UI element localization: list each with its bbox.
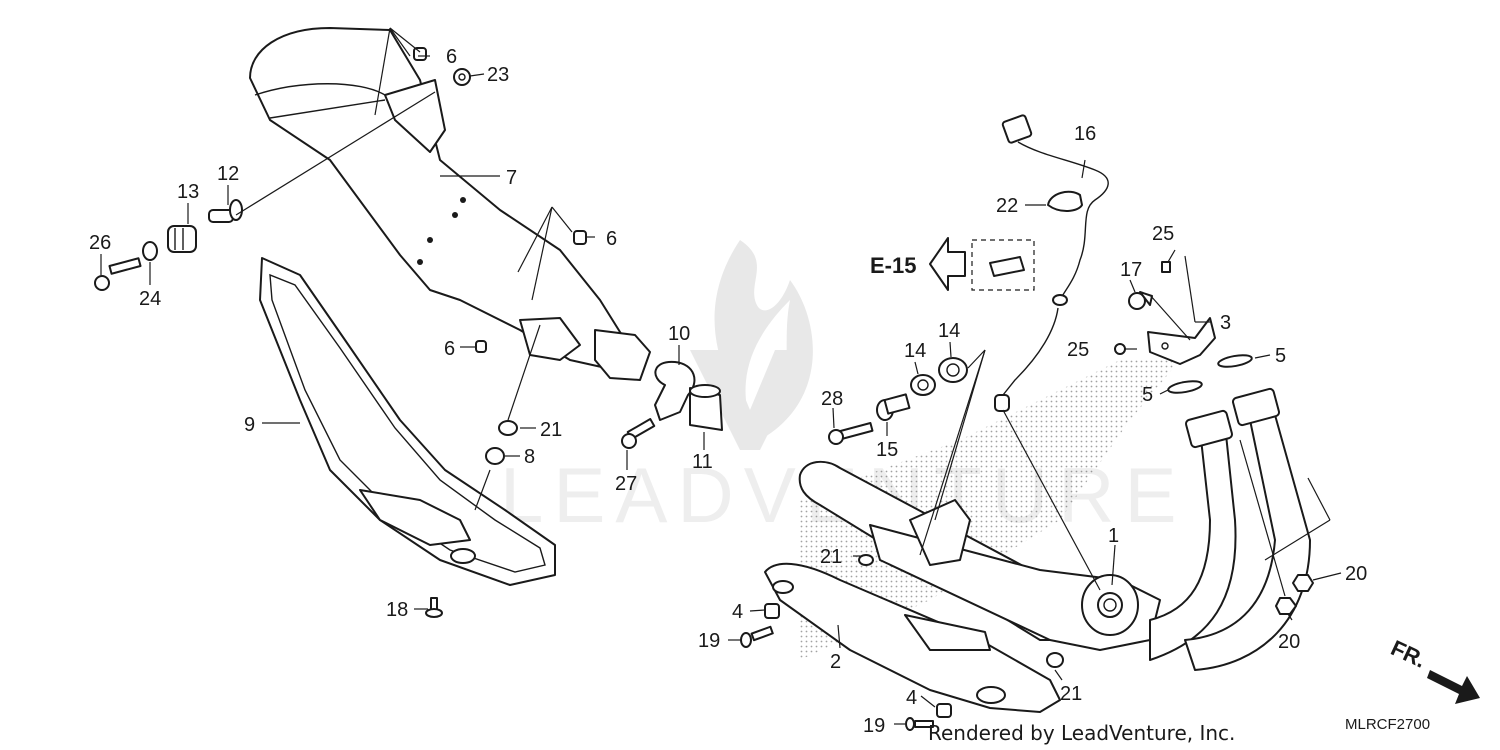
shaded-area <box>800 360 1180 660</box>
exhaust-pipe-part-1[interactable] <box>798 387 1311 671</box>
callout-24: 24 <box>139 288 161 310</box>
footer-credit: Rendered by LeadVenture, Inc. <box>928 721 1235 745</box>
reference-label[interactable]: E-15 <box>870 253 916 278</box>
heat-shield-part-2[interactable] <box>764 562 1061 713</box>
callout-21-left: 21 <box>540 419 562 441</box>
bracket-part-3[interactable] <box>1147 317 1216 365</box>
callout-5-upper: 5 <box>1275 345 1286 367</box>
rubber-part-8[interactable] <box>485 447 505 465</box>
grommet-part-13[interactable] <box>167 225 197 253</box>
callout-20-right: 20 <box>1345 563 1367 585</box>
callout-1: 1 <box>1108 525 1119 547</box>
bolt-part-25b[interactable] <box>1114 343 1126 355</box>
callout-20-lower: 20 <box>1278 631 1300 653</box>
callout-21-mid: 21 <box>820 546 842 568</box>
callout-19-lower: 19 <box>863 715 885 737</box>
callout-15: 15 <box>876 439 898 461</box>
callout-5-lower: 5 <box>1142 384 1153 406</box>
o2-sensor-part-16[interactable] <box>994 114 1109 412</box>
screw-part-18[interactable] <box>425 597 443 618</box>
clamp-part-22[interactable] <box>1047 190 1083 212</box>
callout-25-top: 25 <box>1152 223 1174 245</box>
washer-part-21a[interactable] <box>498 420 518 436</box>
callout-25-bottom: 25 <box>1067 339 1089 361</box>
callout-14-right: 14 <box>938 320 960 342</box>
rubber-part-6a[interactable] <box>413 47 427 61</box>
callout-6-mid: 6 <box>606 228 617 250</box>
reference-box <box>971 239 1035 291</box>
callout-3: 3 <box>1220 312 1231 334</box>
callout-10: 10 <box>668 323 690 345</box>
collar-part-12[interactable] <box>208 199 243 223</box>
front-direction-arrow <box>1427 670 1480 704</box>
callout-4-lower: 4 <box>906 687 917 709</box>
callout-6-top: 6 <box>446 46 457 68</box>
callout-28: 28 <box>821 388 843 410</box>
rubber-part-4a[interactable] <box>764 603 780 619</box>
clamp-part-10[interactable] <box>654 360 696 421</box>
callout-14-left: 14 <box>904 340 926 362</box>
callout-22: 22 <box>996 195 1018 217</box>
callout-17: 17 <box>1120 259 1142 281</box>
nut-part-23[interactable] <box>453 68 471 86</box>
gasket-part-11[interactable] <box>689 384 723 431</box>
heat-shield-part-9[interactable] <box>259 257 556 586</box>
bolt-part-26[interactable] <box>94 257 142 291</box>
leader-lines <box>100 27 1342 725</box>
callout-8: 8 <box>524 446 535 468</box>
callout-9: 9 <box>244 414 255 436</box>
washer-part-24[interactable] <box>142 241 158 261</box>
bolt-part-27[interactable] <box>621 418 656 449</box>
callout-23: 23 <box>487 64 509 86</box>
watermark-logo <box>690 240 813 450</box>
front-label: FR. <box>1387 635 1430 673</box>
washer-part-21b[interactable] <box>858 554 874 566</box>
callout-26: 26 <box>89 232 111 254</box>
rubber-part-14a[interactable] <box>910 374 936 396</box>
bolt-part-25a[interactable] <box>1161 261 1171 273</box>
callout-13: 13 <box>177 181 199 203</box>
washer-part-21c[interactable] <box>1046 652 1064 668</box>
callout-12: 12 <box>217 163 239 185</box>
callout-27: 27 <box>615 473 637 495</box>
muffler-part-7[interactable] <box>249 27 651 381</box>
screw-part-19b[interactable] <box>905 717 934 731</box>
nut-part-20a[interactable] <box>1275 597 1297 615</box>
nut-part-20b[interactable] <box>1292 574 1314 592</box>
collar-part-15[interactable] <box>876 393 911 421</box>
gasket-part-5b[interactable] <box>1167 379 1203 395</box>
rubber-part-6b[interactable] <box>573 230 587 245</box>
callout-18: 18 <box>386 599 408 621</box>
callout-19-upper: 19 <box>698 630 720 652</box>
bolt-part-28[interactable] <box>828 421 874 445</box>
callout-6-low: 6 <box>444 338 455 360</box>
callout-21-right: 21 <box>1060 683 1082 705</box>
diagram-code: MLRCF2700 <box>1345 716 1430 733</box>
callout-16: 16 <box>1074 123 1096 145</box>
callout-7: 7 <box>506 167 517 189</box>
clip-part-17[interactable] <box>1128 291 1153 310</box>
rubber-part-14b[interactable] <box>938 357 968 383</box>
rubber-part-4b[interactable] <box>936 703 952 718</box>
gasket-part-5a[interactable] <box>1217 353 1253 369</box>
callout-11: 11 <box>692 451 713 473</box>
callout-2: 2 <box>830 651 841 673</box>
callout-4-upper: 4 <box>732 601 743 623</box>
rubber-part-6c[interactable] <box>475 340 487 353</box>
reference-arrow[interactable] <box>929 237 966 291</box>
screw-part-19a[interactable] <box>740 625 774 648</box>
